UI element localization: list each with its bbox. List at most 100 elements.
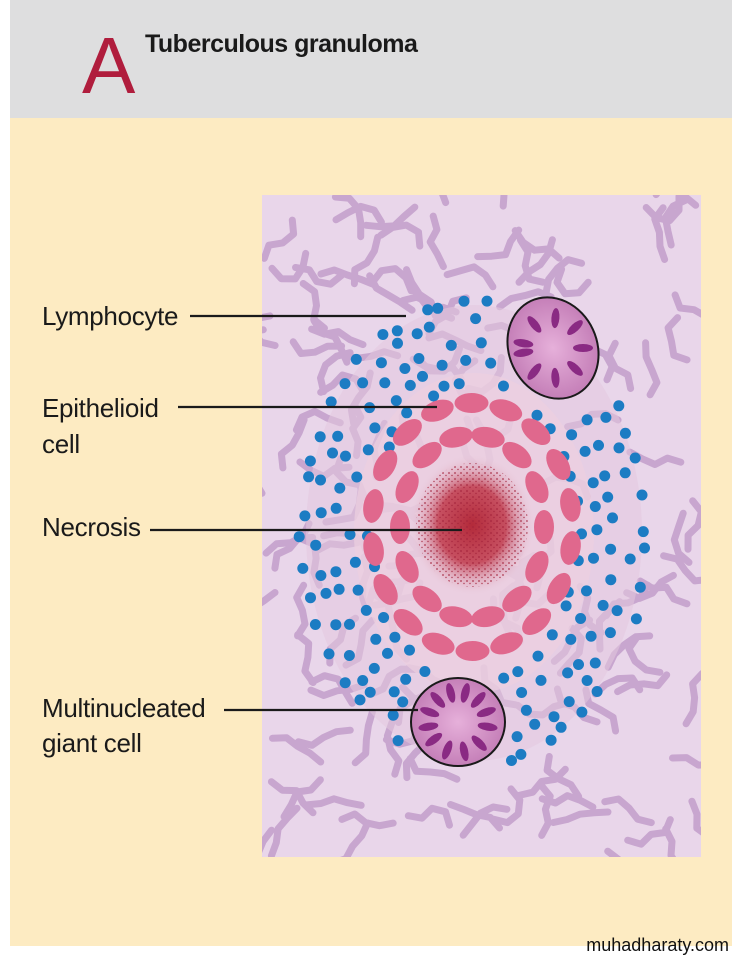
epithelioid-cell — [393, 608, 423, 636]
epithelioid-cell — [521, 418, 551, 446]
lymphocyte-dot — [607, 512, 618, 524]
lymphocyte-dot — [563, 696, 575, 708]
lymphocyte-dot — [619, 467, 631, 479]
tissue-fiber — [642, 339, 661, 399]
tissue-fiber — [262, 216, 298, 262]
lymphocyte-dot — [587, 477, 599, 489]
epithelioid-cell — [490, 632, 523, 655]
tissue-fiber — [269, 734, 325, 766]
lymphocyte-dot — [314, 431, 326, 443]
lymphocyte-dot — [630, 613, 642, 625]
lymphocyte-dot — [613, 442, 625, 454]
lymphocyte-dot — [323, 648, 335, 660]
lymphocyte-dot — [399, 363, 411, 374]
lymphocyte-dot — [535, 674, 547, 686]
lymphocyte-dot — [589, 501, 601, 512]
lymphocyte-dot — [432, 302, 444, 314]
tissue-fiber — [406, 755, 461, 783]
lymphocyte-dot — [579, 445, 591, 457]
lymphocyte-dot — [602, 491, 614, 503]
tissue-fiber — [377, 221, 424, 250]
lymphocyte-dot — [423, 321, 435, 333]
tissue-fiber — [340, 819, 372, 857]
lymphocyte-dot — [453, 378, 465, 390]
giant-cell-top — [506, 296, 600, 400]
lymphocyte-dot — [591, 524, 603, 536]
epithelioid-cell — [525, 471, 549, 504]
lymphocyte-dot — [529, 718, 541, 730]
tissue-fiber — [604, 847, 622, 857]
epithelioid-cell — [471, 606, 505, 628]
giant-cell-nucleus — [460, 683, 470, 703]
label-giant-cell: Multinucleated — [42, 693, 206, 723]
epithelioid-cell — [546, 448, 571, 481]
epithelioid-cell — [502, 441, 532, 469]
granuloma-illustration — [262, 195, 701, 857]
epithelioid-cell — [363, 489, 384, 523]
lymphocyte-dot — [357, 675, 369, 686]
tissue-fiber — [537, 781, 554, 839]
lymphocyte-dot — [400, 673, 412, 685]
tissue-fiber — [474, 226, 523, 261]
lymphocyte-dot — [369, 422, 381, 434]
tissue-fiber — [310, 317, 351, 366]
lymphocyte-dot — [375, 357, 387, 369]
panel-letter: A — [82, 21, 136, 110]
giant-cell-nucleus — [551, 367, 560, 388]
panel-header: A Tuberculous granuloma — [10, 0, 732, 118]
tissue-fiber — [636, 577, 691, 608]
epithelioid-cell — [373, 449, 398, 482]
lymphocyte-dot — [613, 400, 625, 412]
lymphocyte-dot — [581, 585, 592, 597]
label-lymphocyte: Lymphocyte — [42, 301, 179, 331]
giant-cell-nucleus — [430, 692, 446, 708]
epithelioid-cell — [522, 608, 552, 635]
epithelioid-cell — [395, 471, 419, 504]
lymphocyte-dot — [460, 354, 472, 366]
lymphocyte-dot — [575, 613, 587, 624]
lymphocyte-dot — [573, 659, 584, 670]
tissue-fiber — [262, 826, 275, 857]
lymphocyte-dot — [360, 604, 372, 616]
epithelioid-cell — [412, 441, 442, 469]
lymphocyte-dot — [404, 644, 415, 656]
lymphocyte-dot — [330, 502, 342, 514]
giant-cell-nuclei — [513, 308, 593, 388]
lymphocyte-dot — [629, 452, 641, 464]
epithelioid-cell — [395, 550, 419, 583]
label-necrosis: Necrosis — [42, 512, 141, 542]
lymphocyte-dot — [320, 587, 332, 599]
tissue-fiber — [289, 338, 346, 357]
epithelioid-cell — [471, 426, 505, 448]
tissue-fiber — [605, 339, 635, 392]
epithelioid-cell — [502, 585, 532, 613]
lymphocyte-dot — [389, 631, 401, 643]
lymphocyte-dot — [599, 470, 611, 482]
lymphocyte-dot — [354, 694, 366, 706]
lymphocyte-dot — [597, 599, 609, 611]
lymphocyte-dot — [445, 339, 457, 351]
lymphocyte-dot — [520, 704, 532, 716]
lymphocyte-dot — [310, 539, 322, 551]
epithelioid-cell — [525, 550, 549, 583]
lymphocyte-dot — [397, 696, 409, 708]
tissue-fiber — [601, 795, 655, 827]
tissue-fiber — [267, 804, 301, 857]
lymphocyte-dot — [339, 378, 351, 390]
lymphocyte-dot — [404, 379, 416, 391]
giant-cell-nucleus — [573, 344, 593, 352]
lymphocyte-dot — [555, 721, 567, 733]
tissue-fiber — [669, 754, 701, 769]
lymphocyte-dot — [604, 627, 616, 639]
lymphocyte-dot — [330, 619, 342, 631]
lymphocyte-dot — [325, 396, 337, 408]
epithelioid-cell — [489, 399, 523, 422]
tissue-fiber — [292, 264, 345, 288]
tissue-fiber — [303, 795, 365, 809]
lymphocyte-dot — [315, 507, 327, 519]
giant-cell-nucleus — [513, 348, 534, 357]
lymphocyte-dot — [585, 630, 597, 642]
giant-cell-nucleus — [476, 707, 496, 718]
giant-cell-nucleus — [442, 740, 453, 760]
lymphocyte-dot — [417, 370, 428, 382]
